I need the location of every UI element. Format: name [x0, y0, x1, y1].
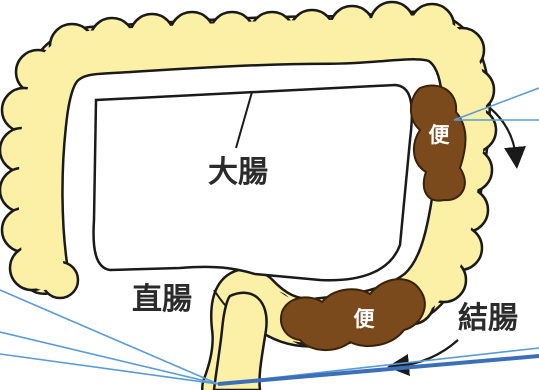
rectum-tube: [212, 291, 268, 390]
rectum-arrow: [213, 289, 227, 307]
colon-label: 結腸: [458, 301, 518, 336]
stool-upper: 便: [410, 84, 467, 202]
colon-arrow: [387, 339, 459, 376]
intestine-shape: [0, 0, 498, 390]
stool-upper-label: 便: [429, 123, 451, 147]
stool-lower-label: 便: [354, 307, 376, 331]
pointer-line-thick: [217, 354, 539, 386]
downward-arrow: [489, 107, 526, 169]
large-intestine-leader: [235, 91, 253, 149]
stool-lower: 便: [280, 278, 426, 351]
rectum-label: 直腸: [132, 282, 192, 317]
large-intestine-label: 大腸: [208, 155, 268, 190]
